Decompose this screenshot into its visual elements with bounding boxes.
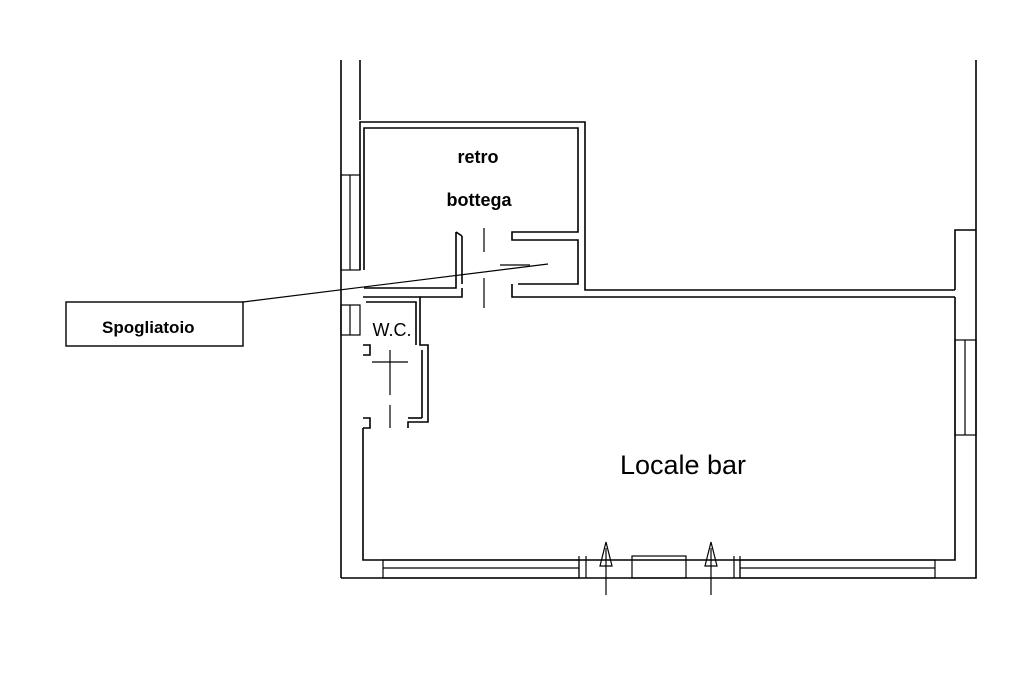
front-window-right	[739, 556, 936, 579]
entrance-arrow-right	[704, 541, 718, 595]
callout-label: Spogliatoio	[102, 318, 195, 337]
room-label-locale-bar: Locale bar	[620, 450, 746, 480]
left-window-lower	[340, 304, 361, 336]
front-window-left	[382, 556, 580, 579]
callout-leader	[242, 263, 549, 303]
room-label-retro: retro	[457, 147, 498, 167]
left-window-upper	[340, 174, 361, 271]
right-window	[954, 339, 977, 436]
wc-walls	[363, 296, 429, 429]
entrance-arrow-left	[599, 541, 613, 595]
front-pillar	[631, 555, 687, 579]
retro-bottega-walls	[359, 121, 955, 298]
callout-box	[65, 301, 244, 347]
door-marks-upper	[483, 228, 530, 308]
door-marks-wc	[372, 350, 408, 428]
room-label-bottega: bottega	[447, 190, 513, 210]
room-label-wc: W.C.	[373, 320, 412, 340]
outer-walls	[340, 60, 977, 579]
